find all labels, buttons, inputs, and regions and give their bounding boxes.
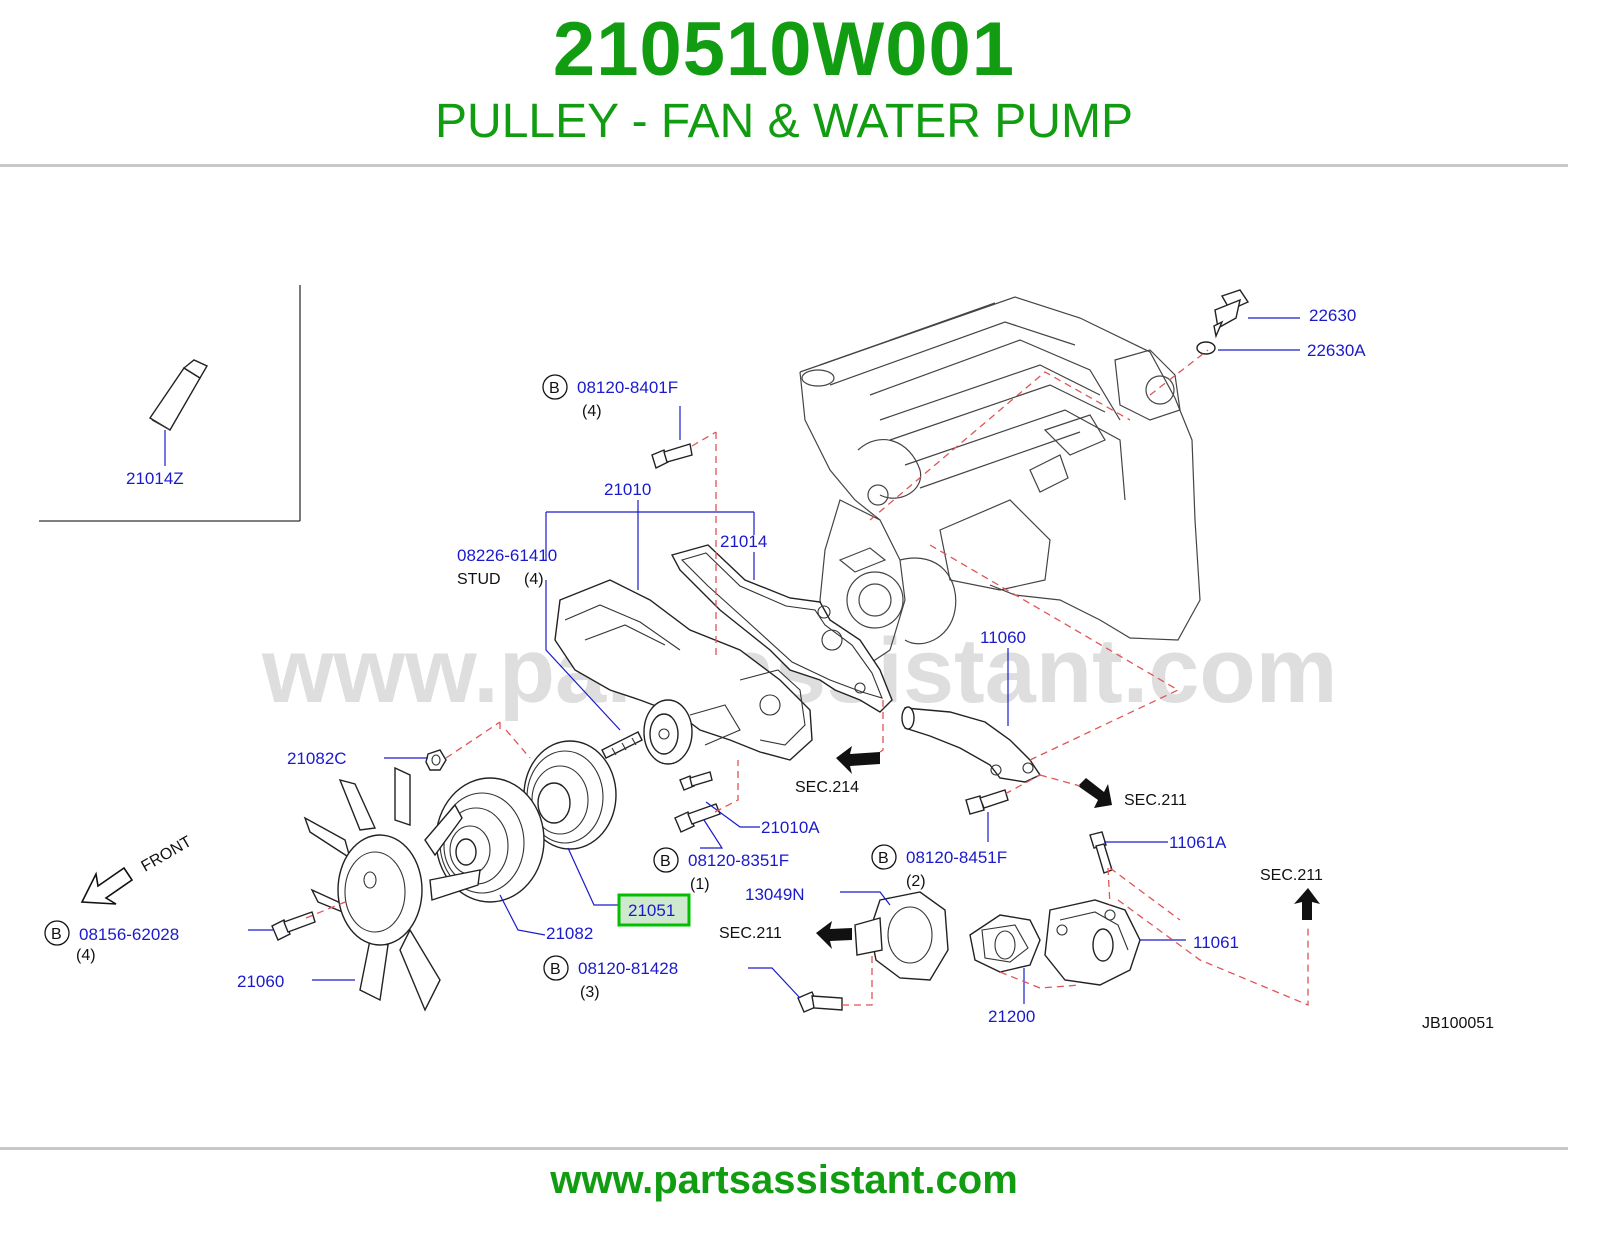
label-11060[interactable]: 11060 — [980, 628, 1026, 647]
label-08120-8401f[interactable]: 08120-8401F — [577, 378, 678, 397]
gasket-13049n-drawing — [854, 891, 949, 981]
housing-11061-drawing — [1044, 899, 1141, 986]
leader-lines — [248, 317, 1300, 1004]
bolt-62028-icon — [271, 911, 316, 941]
qty-stud: (4) — [524, 571, 544, 588]
bolt-mark-8351f: B — [653, 847, 679, 873]
label-22630[interactable]: 22630 — [1309, 306, 1356, 325]
sensor-22630-icon — [1196, 289, 1250, 355]
bolt-mark-81428: B — [543, 955, 569, 981]
svg-text:B: B — [51, 926, 62, 943]
label-21051[interactable]: 21051 — [628, 901, 675, 920]
label-13049n[interactable]: 13049N — [745, 885, 805, 904]
label-21060[interactable]: 21060 — [237, 972, 284, 991]
bolt-81428-icon — [797, 991, 843, 1013]
svg-text:B: B — [660, 853, 671, 870]
pulley-21051-drawing — [523, 740, 617, 850]
diagram-title: PULLEY - FAN & WATER PUMP — [435, 95, 1133, 148]
label-21014z[interactable]: 21014Z — [126, 469, 184, 488]
label-21082[interactable]: 21082 — [546, 924, 593, 943]
label-08120-8451f[interactable]: 08120-8451F — [906, 848, 1007, 867]
sec211c-arrow-icon — [1294, 888, 1320, 920]
sec211a-arrow-icon — [1078, 778, 1112, 808]
bolt-8401f-icon — [651, 443, 693, 469]
outlet-11060-drawing — [901, 706, 1042, 783]
stud-icon — [601, 731, 643, 759]
bolt-8351f-icon — [674, 771, 721, 833]
assembly-lines — [305, 349, 1309, 1006]
label-22630a[interactable]: 22630A — [1307, 341, 1366, 360]
engine-block-drawing — [799, 296, 1201, 671]
svg-text:B: B — [549, 380, 560, 397]
sec214-arrow-icon — [836, 746, 880, 774]
bolt-mark-62028: B — [44, 920, 70, 946]
label-21010a[interactable]: 21010A — [761, 818, 820, 837]
bolt-mark-8451f: B — [871, 844, 897, 870]
label-21010[interactable]: 21010 — [604, 480, 651, 499]
label-08156-62028[interactable]: 08156-62028 — [79, 925, 179, 944]
footer-divider — [0, 1147, 1568, 1150]
qty-8451f: (2) — [906, 873, 926, 890]
diagram-code: JB100051 — [1422, 1015, 1494, 1032]
sec211-label-3[interactable]: SEC.211 — [1260, 867, 1323, 884]
sec211b-arrow-icon — [816, 921, 852, 949]
nut-21082c-icon — [425, 749, 447, 771]
qty-62028: (4) — [76, 947, 96, 964]
label-08226-61410[interactable]: 08226-61410 — [457, 546, 557, 565]
sec211-label-1[interactable]: SEC.211 — [1124, 792, 1187, 809]
gasket-drawing — [670, 544, 893, 713]
qty-8351f: (1) — [690, 876, 710, 893]
highlight-21051 — [617, 893, 691, 927]
label-11061a[interactable]: 11061A — [1169, 833, 1227, 852]
qty-81428: (3) — [580, 984, 600, 1001]
bolt-mark-8401f: B — [542, 374, 568, 400]
label-08120-81428[interactable]: 08120-81428 — [578, 959, 678, 978]
sec211-label-2[interactable]: SEC.211 — [719, 925, 782, 942]
fan-21060-drawing — [303, 766, 481, 1012]
bolt-8451f-icon — [965, 789, 1009, 815]
inset-box — [39, 285, 301, 522]
bolt-11061a-icon — [1089, 831, 1113, 874]
label-21082c[interactable]: 21082C — [287, 749, 347, 768]
label-08120-8351f[interactable]: 08120-8351F — [688, 851, 789, 870]
parts-diagram: www.partsassistant.com — [39, 285, 1494, 1032]
stud-text: STUD — [457, 571, 501, 588]
thermostat-21200-drawing — [969, 914, 1041, 973]
label-21014[interactable]: 21014 — [720, 532, 767, 551]
part-number-heading: 210510W001 — [552, 7, 1016, 92]
footer-website-link[interactable]: www.partsassistant.com — [550, 1158, 1018, 1202]
sec214-label[interactable]: SEC.214 — [795, 779, 859, 796]
qty-8401f: (4) — [582, 403, 602, 420]
svg-text:B: B — [550, 961, 561, 978]
front-label: FRONT — [139, 833, 195, 875]
label-21200[interactable]: 21200 — [988, 1007, 1035, 1026]
label-11061[interactable]: 11061 — [1193, 933, 1239, 952]
front-arrow-icon — [80, 866, 134, 905]
sealant-tube-icon — [149, 359, 208, 431]
header-divider — [0, 164, 1568, 167]
svg-text:B: B — [878, 850, 889, 867]
water-pump-drawing — [554, 579, 813, 765]
